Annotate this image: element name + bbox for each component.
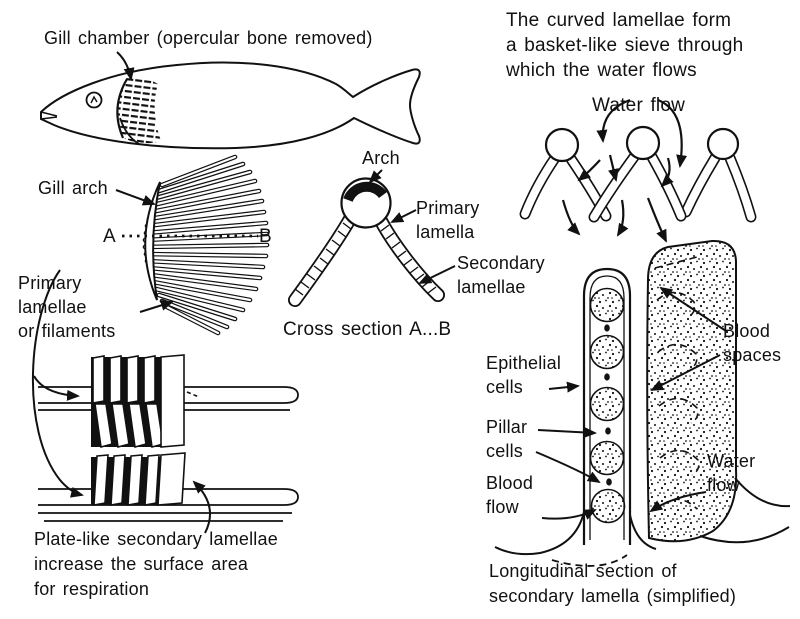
gill-arch-label: Gill arch bbox=[38, 178, 108, 198]
longitudinal-section-drawing bbox=[494, 239, 791, 567]
secondary-lamellae-label: Secondary lamellae bbox=[457, 253, 545, 297]
plates-caption: Plate-like secondary lamellae increase t… bbox=[34, 529, 278, 599]
water-flow-top-label: Water flow bbox=[592, 95, 686, 116]
basket-note: The curved lamellae form a basket-like s… bbox=[506, 10, 744, 81]
basket-sieve-drawing bbox=[519, 98, 757, 243]
cross-section-caption: Cross section A...B bbox=[283, 319, 452, 340]
cross-section-drawing bbox=[288, 169, 456, 307]
arch-label: Arch bbox=[362, 148, 400, 168]
water-flow-arrows bbox=[561, 98, 688, 243]
longitudinal-caption: Longitudinal section of secondary lamell… bbox=[489, 561, 737, 606]
gill-chamber-label: Gill chamber (opercular bone removed) bbox=[44, 28, 373, 48]
secondary-lamellae-plates-drawing bbox=[32, 269, 299, 534]
blood-flow-label: Blood flow bbox=[486, 473, 534, 517]
water-flow-right-label: Water flow bbox=[707, 451, 756, 495]
primary-lamella-label: Primary lamella bbox=[416, 198, 480, 242]
pillar-cells-label: Pillar cells bbox=[486, 417, 528, 461]
blood-space-circles bbox=[589, 287, 626, 524]
blood-spaces-label: Blood spaces bbox=[723, 321, 782, 365]
point-a-label: A bbox=[103, 226, 116, 247]
epithelial-cells-label: Epithelial cells bbox=[486, 353, 562, 397]
longitudinal-label-arrows bbox=[535, 286, 727, 520]
fish-drawing bbox=[40, 51, 421, 150]
gill-arch-fan-drawing bbox=[115, 154, 270, 336]
primary-lamellae-label: Primary lamellae or filaments bbox=[18, 273, 116, 341]
point-b-label: B bbox=[259, 226, 272, 247]
